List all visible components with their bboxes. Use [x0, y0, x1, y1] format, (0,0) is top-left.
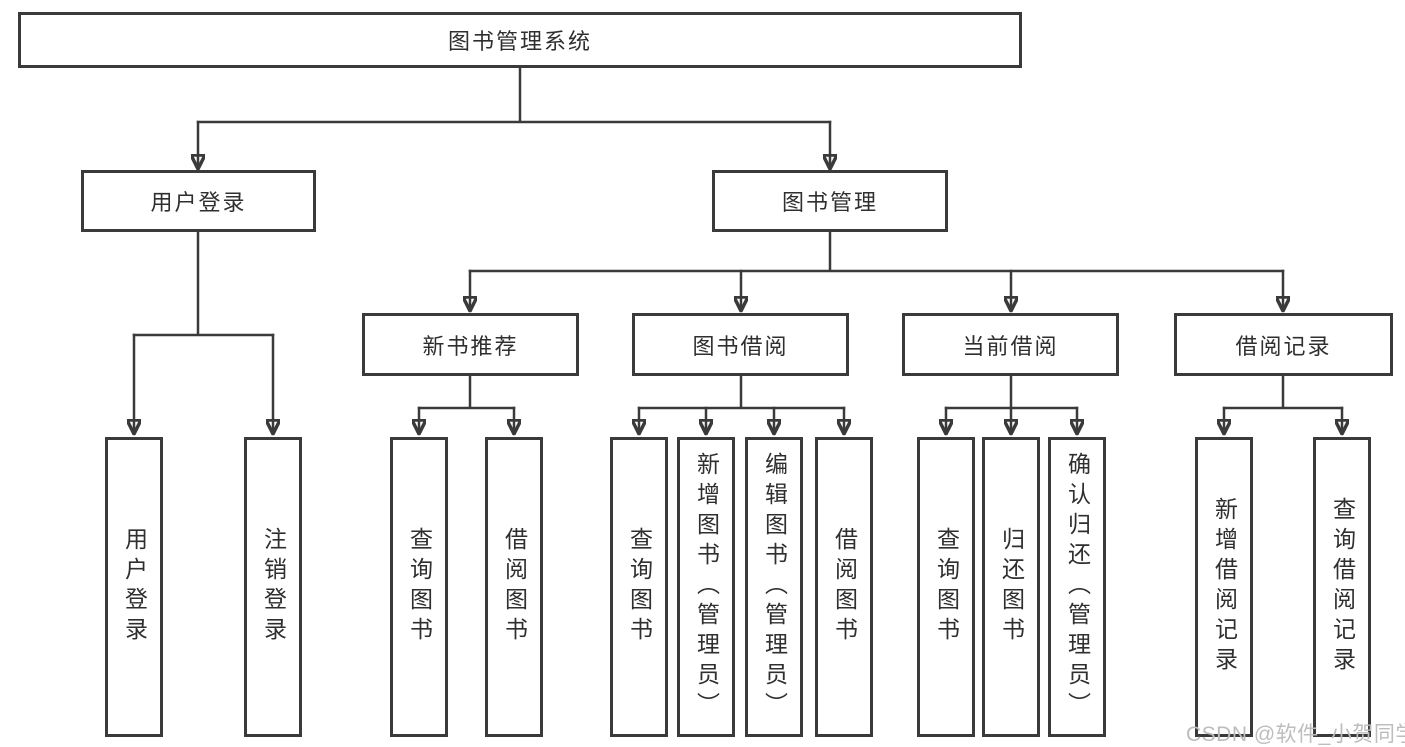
node-book-borrow-label: 图书借阅 — [692, 333, 789, 359]
node-current-borrow-label: 当前借阅 — [962, 333, 1059, 359]
edge-borrow-stem — [637, 374, 846, 410]
leaf-records-add: 新增借阅记录 — [1195, 437, 1253, 737]
leaf-borrow-query: 查询图书 — [610, 437, 668, 737]
leaf-borrow-query-label: 查询图书 — [626, 527, 653, 647]
node-user-login-label: 用户登录 — [150, 190, 247, 215]
leaf-borrow-edit-admin: 编辑图书（管理员） — [745, 437, 803, 737]
leaf-logout-label: 注销登录 — [260, 527, 287, 647]
leaf-current-return-label: 归还图书 — [998, 527, 1025, 647]
leaf-newbooks-query-label: 查询图书 — [406, 527, 433, 647]
node-book-manage: 图书管理 — [712, 170, 948, 232]
leaf-records-query-label: 查询借阅记录 — [1329, 497, 1356, 677]
leaf-borrow-book: 借阅图书 — [815, 437, 873, 737]
node-new-books: 新书推荐 — [362, 313, 579, 376]
node-borrow-records: 借阅记录 — [1174, 313, 1393, 376]
edge-records-stem — [1222, 374, 1344, 410]
leaf-newbooks-borrow: 借阅图书 — [485, 437, 543, 737]
edge-current-stem — [944, 374, 1079, 410]
node-book-manage-label: 图书管理 — [781, 190, 878, 215]
csdn-watermark: CSDN @软件_小贺同学 — [1186, 723, 1405, 746]
leaf-borrow-add-admin: 新增图书（管理员） — [677, 437, 735, 737]
node-borrow-records-label: 借阅记录 — [1235, 333, 1332, 359]
node-root-label: 图书管理系统 — [447, 29, 592, 54]
node-new-books-label: 新书推荐 — [422, 333, 519, 359]
leaf-user-login: 用户登录 — [105, 437, 163, 737]
edge-login-stem — [132, 230, 275, 337]
leaf-borrow-edit-admin-label: 编辑图书（管理员） — [761, 452, 788, 722]
leaf-current-return: 归还图书 — [982, 437, 1040, 737]
node-root: 图书管理系统 — [18, 12, 1022, 68]
node-book-borrow: 图书借阅 — [632, 313, 849, 376]
edge-manage-stem — [468, 230, 1285, 273]
node-user-login: 用户登录 — [81, 170, 316, 232]
leaf-current-confirm-admin-label: 确认归还（管理员） — [1064, 452, 1091, 722]
leaf-current-query: 查询图书 — [917, 437, 975, 737]
node-current-borrow: 当前借阅 — [902, 313, 1119, 376]
leaf-records-add-label: 新增借阅记录 — [1211, 497, 1238, 677]
leaf-borrow-book-label: 借阅图书 — [831, 527, 858, 647]
leaf-current-query-label: 查询图书 — [933, 527, 960, 647]
edge-newbooks-stem — [417, 374, 516, 410]
edge-root-stem — [196, 66, 832, 124]
leaf-borrow-add-admin-label: 新增图书（管理员） — [693, 452, 720, 722]
leaf-newbooks-borrow-label: 借阅图书 — [501, 527, 528, 647]
leaf-current-confirm-admin: 确认归还（管理员） — [1048, 437, 1106, 737]
leaf-records-query: 查询借阅记录 — [1313, 437, 1371, 737]
leaf-newbooks-query: 查询图书 — [390, 437, 448, 737]
leaf-logout: 注销登录 — [244, 437, 302, 737]
leaf-user-login-label: 用户登录 — [121, 527, 148, 647]
